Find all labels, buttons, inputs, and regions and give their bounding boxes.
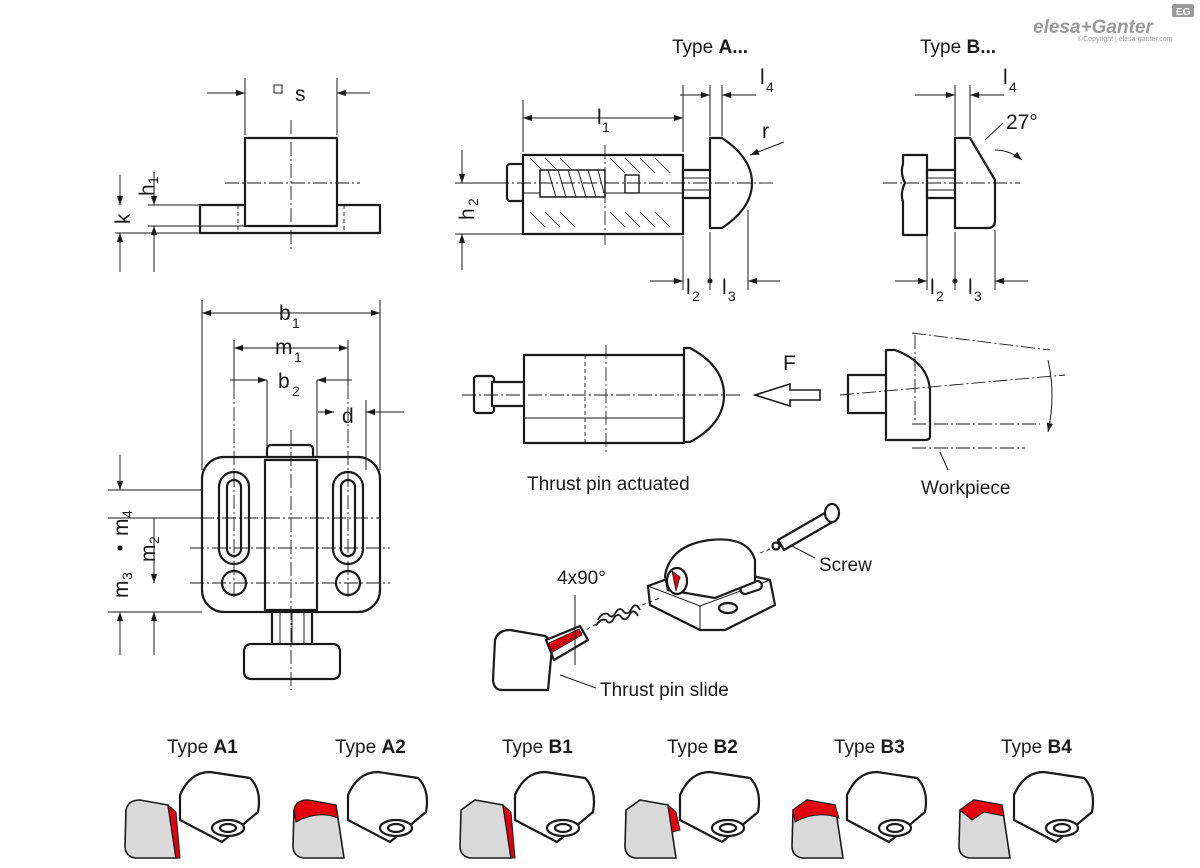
svg-text:Type A2: Type A2 (335, 737, 406, 758)
svg-text:Thrust pin slide: Thrust pin slide (600, 680, 729, 701)
variant-b2: Type B2 (624, 737, 761, 859)
svg-text:b: b (278, 370, 290, 393)
svg-text:4: 4 (1009, 79, 1017, 95)
svg-text:l: l (968, 276, 973, 299)
svg-text:4: 4 (119, 510, 135, 518)
svg-text:4x90°: 4x90° (557, 568, 606, 589)
svg-text:2: 2 (465, 198, 481, 206)
svg-text:Type A1: Type A1 (167, 737, 238, 758)
svg-text:m: m (110, 519, 133, 537)
variant-b3: Type B3 (791, 737, 928, 859)
svg-text:Type B2: Type B2 (667, 737, 738, 758)
svg-text:k: k (112, 213, 135, 224)
variants-row: Type A1 Type A2 Type B1 Type B2 (124, 737, 1095, 859)
svg-text:2: 2 (146, 536, 162, 544)
svg-text:Thrust pin actuated: Thrust pin actuated (527, 474, 690, 495)
side-view: s h 1 k (112, 78, 382, 272)
variant-a2: Type A2 (292, 737, 429, 859)
svg-text:Type B...: Type B... (920, 37, 996, 58)
svg-text:d: d (342, 405, 354, 428)
svg-text:F: F (783, 352, 796, 375)
variant-b1: Type B1 (459, 737, 596, 859)
workpiece-view: Workpiece (839, 332, 1066, 499)
svg-text:1: 1 (292, 315, 300, 331)
svg-text:elesa+Ganter: elesa+Ganter (1033, 17, 1154, 38)
svg-text:r: r (762, 120, 769, 143)
svg-text:EG: EG (1176, 7, 1191, 18)
type-b-profile-view: Type B... l 4 27° l 2 l 3 (883, 37, 1038, 304)
svg-text:l: l (1003, 66, 1008, 89)
svg-text:27°: 27° (1006, 111, 1038, 134)
svg-text:2: 2 (292, 383, 300, 399)
svg-text:3: 3 (974, 288, 982, 304)
svg-text:m: m (110, 581, 133, 599)
svg-text:l: l (597, 106, 602, 129)
thrust-pin-actuated-view: Thrust pin actuated F (462, 345, 821, 495)
svg-text:1: 1 (145, 176, 161, 184)
svg-text:Screw: Screw (819, 555, 872, 576)
svg-text:4: 4 (766, 79, 774, 95)
type-a-section-view: Type A... l 1 l 4 (455, 37, 785, 304)
svg-text:l: l (760, 66, 765, 89)
svg-text:3: 3 (728, 288, 736, 304)
svg-text:b: b (279, 302, 291, 325)
svg-text:Type A...: Type A... (672, 37, 748, 58)
brand-logo: elesa+Ganter ©Copyright | elesa-ganter.c… (1033, 4, 1194, 43)
variant-a1: Type A1 (124, 737, 261, 859)
svg-text:2: 2 (692, 288, 700, 304)
svg-text:Type B1: Type B1 (502, 737, 573, 758)
svg-text:l: l (686, 276, 691, 299)
svg-text:h: h (136, 184, 159, 196)
svg-text:1: 1 (602, 119, 610, 135)
svg-text:Type B4: Type B4 (1001, 737, 1072, 758)
svg-text:Workpiece: Workpiece (921, 478, 1010, 499)
top-view: b 1 m 1 b 2 d m 4 m 2 m 3 (108, 300, 404, 690)
variant-b4: Type B4 (958, 737, 1095, 859)
svg-text:3: 3 (119, 572, 135, 580)
svg-text:s: s (295, 83, 306, 106)
svg-text:1: 1 (294, 349, 302, 365)
brand-badge (1172, 4, 1194, 17)
svg-text:l: l (722, 276, 727, 299)
svg-text:m: m (137, 545, 160, 563)
svg-text:©Copyright | elesa-ganter.com: ©Copyright | elesa-ganter.com (1078, 35, 1173, 43)
svg-text:m: m (275, 336, 293, 359)
svg-text:2: 2 (936, 288, 944, 304)
svg-text:l: l (930, 276, 935, 299)
svg-text:h: h (456, 208, 479, 220)
exploded-assembly: Screw 4x90° Thrust pin slide (491, 502, 872, 701)
svg-text:Type B3: Type B3 (834, 737, 905, 758)
